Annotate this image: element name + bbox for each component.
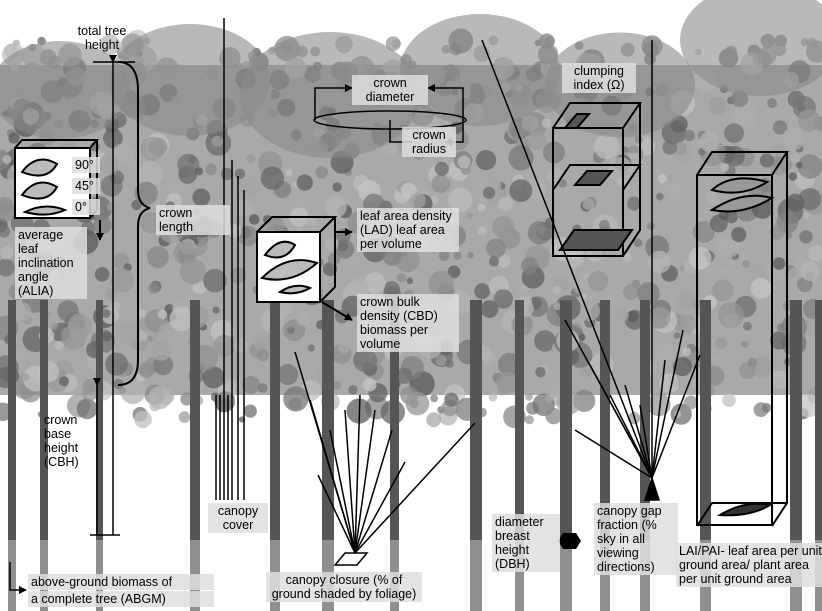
crown-diameter-label: crown diameter (352, 75, 428, 105)
lai-column (696, 151, 789, 527)
crown-length-brace (117, 61, 151, 386)
lad-label: leaf area density (LAD) leaf area per vo… (357, 208, 459, 252)
gap-fraction-label: canopy gap fraction (% sky in all viewin… (594, 503, 678, 575)
cbd-label: crown bulk density (CBD) biomass per vol… (357, 294, 459, 352)
dbh-marker (558, 533, 581, 549)
abgm-label-line2: a complete tree (ABGM) (28, 591, 214, 607)
angle-0-label: 0° (72, 199, 100, 215)
abgm-arrow (9, 562, 27, 594)
cbh-label: crown base height (CBH) (44, 413, 79, 469)
alia-label: average leaf inclination angle (ALIA) (15, 227, 87, 299)
gap-fraction-fan (481, 39, 701, 501)
clumping-index-cube (552, 102, 642, 257)
crown-radius-label: crown radius (402, 127, 456, 157)
angle-90-label: 90° (72, 157, 100, 173)
canopy-cover-label: canopy cover (208, 503, 268, 533)
lai-pai-label: LAI/PAI- leaf area per unit ground area/… (676, 543, 822, 587)
canopy-cover-lines (215, 18, 245, 500)
clumping-index-label: clumping index (Ω) (562, 63, 636, 93)
lad-cube (256, 216, 353, 321)
crown-diameter-figure (313, 84, 467, 146)
crown-length-label: crown length (156, 205, 230, 235)
canopy-closure-fan (294, 351, 476, 566)
canopy-closure-label: canopy closure (% of ground shaded by fo… (266, 572, 422, 602)
total-tree-height-label: total tree height (77, 24, 127, 52)
abgm-label-line1: above-ground biomass of (28, 574, 214, 590)
angle-45-label: 45° (72, 178, 100, 194)
dbh-label: diameter breast height (DBH) (492, 514, 560, 572)
total-height-measure (90, 55, 135, 536)
